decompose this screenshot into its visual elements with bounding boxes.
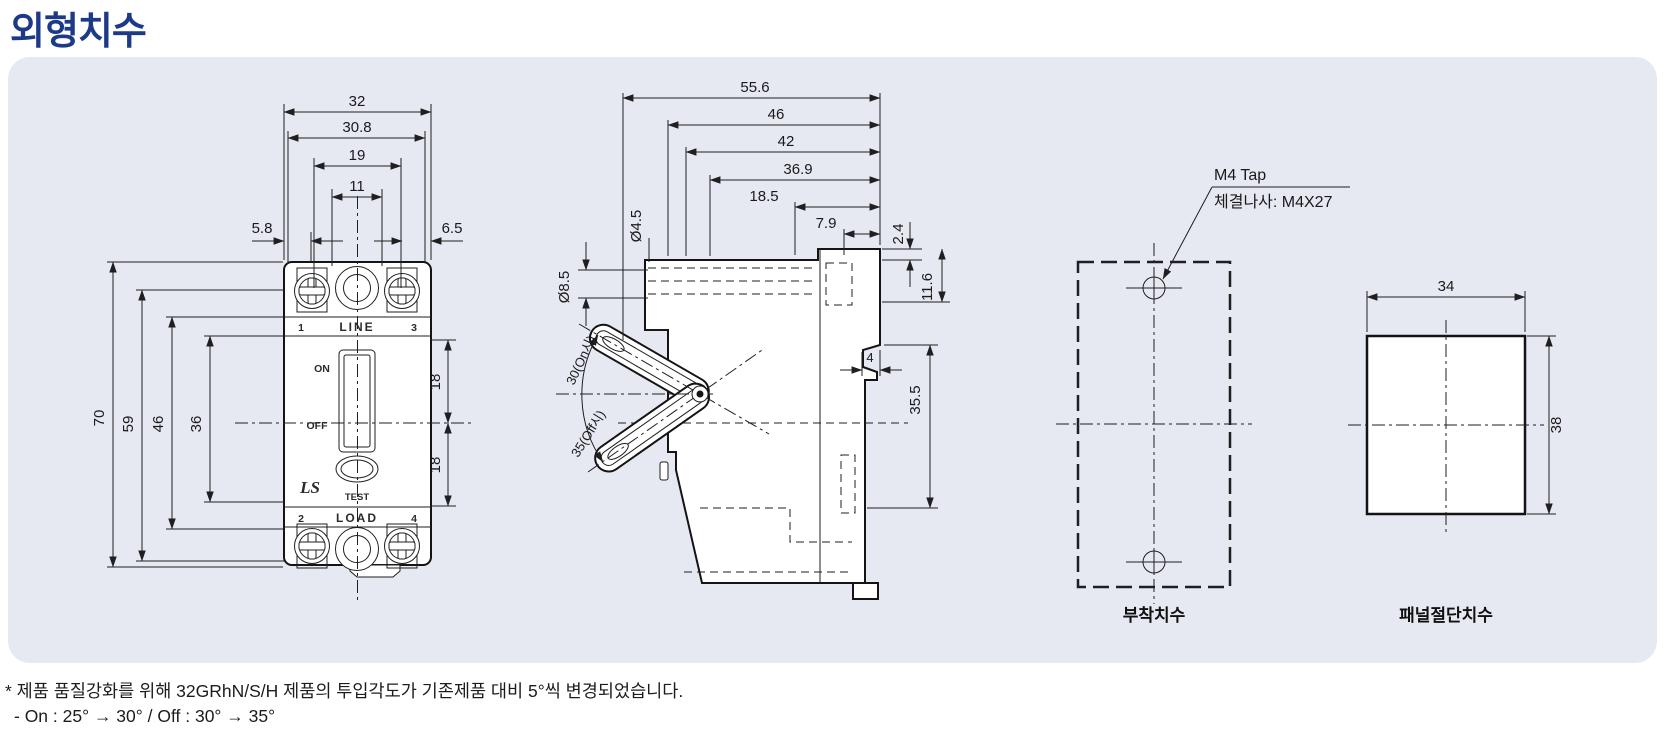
cutout-view-drawing: 34 38	[1348, 278, 1565, 532]
test-label: TEST	[345, 492, 369, 503]
terminal-3-label: 3	[411, 322, 417, 334]
dim-11: 11	[349, 178, 365, 195]
dim-59: 59	[120, 416, 137, 433]
off-label: OFF	[307, 420, 329, 432]
dim-19: 19	[349, 147, 366, 164]
dim-30-8: 30.8	[342, 119, 371, 136]
angle-on-label: 30(On시)	[563, 333, 599, 387]
dim-55-6: 55.6	[740, 79, 769, 96]
mounting-view-drawing: M4 Tap 체결나사: M4X27	[1056, 167, 1350, 604]
dim-32: 32	[349, 93, 366, 110]
dim-36-9: 36.9	[783, 161, 812, 178]
dim-7-9: 7.9	[816, 215, 837, 232]
dim-70: 70	[91, 410, 108, 427]
mounting-caption: 부착치수	[1122, 606, 1186, 625]
m4-tap-callout: M4 Tap	[1214, 167, 1266, 184]
page-title: 외형치수	[10, 11, 147, 53]
footnote-line1: * 제품 품질강화를 위해 32GRhN/S/H 제품의 투입각도가 기존제품 …	[5, 681, 684, 701]
dim-18-upper: 18	[427, 374, 444, 391]
front-view-drawing: 1 LINE 3 ON OFF LS TEST 2 LOAD 4	[235, 196, 472, 600]
dim-2-4: 2.4	[890, 224, 907, 245]
dim-46-side: 46	[768, 106, 785, 123]
dim-11-6: 11.6	[919, 273, 936, 301]
dim-34: 34	[1438, 278, 1455, 295]
dim-36: 36	[188, 416, 205, 433]
dim-4: 4	[866, 350, 873, 365]
side-view-drawing	[556, 248, 908, 600]
ls-logo: LS	[299, 478, 320, 497]
dim-42: 42	[778, 133, 795, 150]
dim-35-5: 35.5	[907, 385, 924, 414]
dim-38: 38	[1548, 417, 1565, 434]
dim-5-8: 5.8	[252, 220, 273, 237]
dim-hole-8-5: Ø8.5	[556, 271, 573, 304]
line-label: LINE	[339, 320, 374, 334]
load-label: LOAD	[336, 511, 378, 525]
dim-hole-4-5: Ø4.5	[628, 210, 645, 243]
on-label: ON	[314, 363, 330, 375]
cutout-caption: 패널절단치수	[1399, 606, 1493, 625]
dim-18-5: 18.5	[749, 188, 778, 205]
dim-6-5: 6.5	[442, 220, 463, 237]
front-view-dimensions: 32 30.8 19 11 5.8 6.5 70 59 46 36	[91, 93, 463, 568]
dim-46: 46	[150, 416, 167, 433]
terminal-1-label: 1	[298, 322, 304, 334]
fastening-screw-callout: 체결나사: M4X27	[1214, 193, 1333, 211]
dim-18-lower: 18	[427, 457, 444, 474]
terminal-4-label: 4	[411, 513, 417, 525]
footnote-line2: - On : 25° → 30° / Off : 30° → 35°	[14, 706, 276, 726]
terminal-2-label: 2	[298, 513, 304, 525]
